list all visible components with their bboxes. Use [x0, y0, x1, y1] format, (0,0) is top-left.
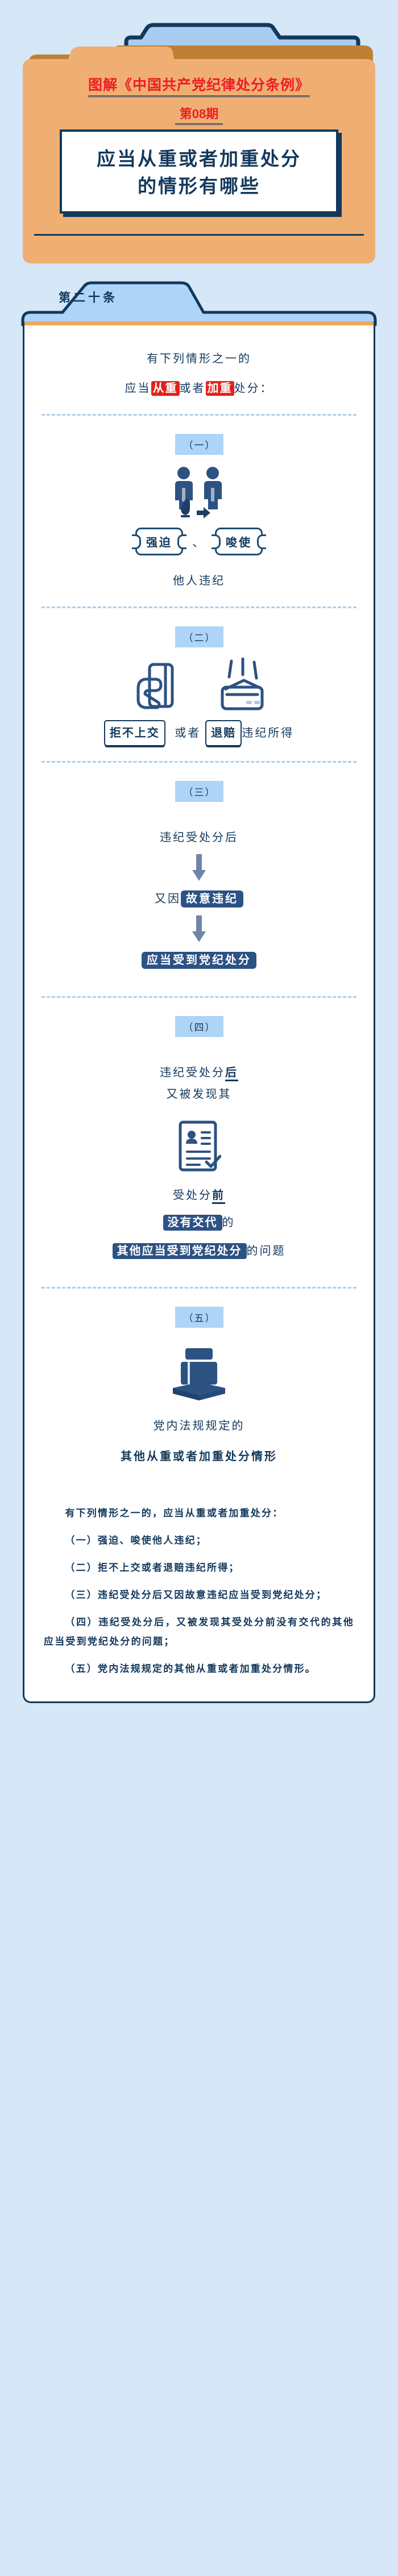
intro-line1: 有下列情形之一的	[147, 353, 251, 365]
item-3-step2-pre: 又因	[155, 893, 181, 905]
section-divider-5	[42, 1287, 356, 1289]
section-divider-1	[42, 414, 356, 416]
item-2-mid: 或者	[175, 727, 201, 739]
item-4-line2: 又被发现其	[166, 1088, 232, 1101]
item-4-line1-pre: 违纪受处分	[160, 1067, 225, 1079]
main-content-card: 有下列情形之一的 应当从重或者加重处分： （一） 强迫 、 唆使	[23, 321, 375, 1703]
wallet-money-out-icon	[221, 658, 264, 710]
section-divider-4	[42, 996, 356, 998]
page-bottom-spacer	[0, 1703, 398, 1839]
item-3-arrow-2	[42, 915, 356, 944]
highlight-yingdangshoudaodangjichufen: 应当受到党纪处分	[142, 952, 256, 969]
books-stack-icon	[173, 1348, 225, 1400]
summary-paragraph-4: （四）违纪受处分后，又被发现其受处分前没有交代的其他应当受到党纪处分的问题；	[44, 1617, 354, 1647]
section-divider-3	[42, 761, 356, 763]
item-3-step1: 违纪受处分后	[160, 831, 238, 844]
issue-number: 第08期	[175, 104, 223, 125]
header-banner: 图解《中国共产党纪律处分条例》 第08期 应当从重或者加重处分 的情形有哪些	[0, 0, 398, 273]
section-divider-2	[42, 607, 356, 608]
item-4-emphasis-hou: 后	[225, 1067, 238, 1081]
summary-paragraph-1: （一）强迫、唆使他人违纪；	[65, 1535, 207, 1546]
summary-paragraph-5: （五）党内法规规定的其他从重或者加重处分情形。	[65, 1663, 316, 1674]
item-section-1: （一） 强迫 、 唆使 他人违纪	[24, 430, 374, 592]
item-4-line4: 没有交代的	[42, 1212, 356, 1233]
intro-pre: 应当	[125, 382, 151, 395]
highlight-jiazhong: 加重	[205, 381, 234, 396]
item-section-5: （五） 党内法规规定的 其他从重或者加重处分情形	[24, 1303, 374, 1467]
arrow-down-icon	[192, 915, 206, 942]
ticket-suoshi: 唆使	[214, 528, 263, 555]
header-divider-rule	[34, 234, 364, 236]
kicker-row: 图解《中国共产党纪律处分条例》	[0, 77, 398, 97]
summary-paragraph-3: （三）违纪受处分后又因故意违纪应当受到党纪处分；	[65, 1590, 327, 1600]
item-4-line5-post: 的问题	[246, 1245, 286, 1257]
item-4-emphasis-qian: 前	[212, 1189, 225, 1204]
item-4-line3-pre: 受处分	[173, 1189, 212, 1202]
item-2-tail: 违纪所得	[242, 727, 295, 739]
arrow-down-icon	[192, 854, 206, 881]
document-person-list-icon	[179, 1120, 221, 1172]
item-5-line1: 党内法规规定的	[153, 1420, 245, 1432]
item-3-arrow-1	[42, 854, 356, 883]
article-tag-banner: 第二十条	[0, 273, 398, 327]
two-persons-push-icon	[175, 467, 222, 518]
item-2-caption: 拒不上交 或者退赔违纪所得	[42, 720, 356, 746]
item-3-step2: 又因故意违纪	[42, 888, 356, 910]
intro-post: 处分：	[234, 382, 273, 395]
intro-line2: 应当从重或者加重处分：	[42, 378, 356, 399]
item-5-line2: 其他从重或者加重处分情形	[121, 1450, 277, 1463]
highlight-congzhong: 从重	[151, 381, 180, 396]
item-badge-1: （一）	[175, 434, 223, 455]
card-top-stripe	[24, 321, 374, 325]
item-1-tickets: 强迫 、 唆使	[42, 528, 356, 555]
issue-row: 第08期	[0, 104, 398, 125]
item-badge-4: （四）	[175, 1016, 223, 1037]
item-4-line3: 受处分前	[42, 1185, 356, 1206]
item-badge-2: （二）	[175, 626, 223, 647]
item-section-3: （三） 违纪受处分后 又因故意违纪 应当受到党纪处分	[24, 777, 374, 971]
item-1-icon-row	[42, 465, 356, 520]
tag-polygon	[21, 281, 377, 327]
item-section-4: （四） 违纪受处分后 又被发现其 受处分前 没有交代的	[24, 1013, 374, 1262]
intro-section: 有下列情形之一的 应当从重或者加重处分：	[24, 325, 374, 399]
summary-paragraph-0: 有下列情形之一的，应当从重或者加重处分：	[65, 1508, 284, 1519]
intro-mid: 或者	[179, 382, 206, 395]
page-title-line1: 应当从重或者加重处分	[97, 148, 301, 169]
title-card: 应当从重或者加重处分 的情形有哪些	[60, 129, 338, 214]
item-4-icon-row	[42, 1120, 356, 1173]
article-tag-shape	[21, 281, 377, 327]
item-4-line4-post: 的	[222, 1216, 235, 1229]
summary-section: 有下列情形之一的，应当从重或者加重处分： （一）强迫、唆使他人违纪； （二）拒不…	[24, 1499, 374, 1679]
item-3-step3: 应当受到党纪处分	[42, 950, 356, 971]
box-jubushangjiao: 拒不上交	[103, 720, 165, 746]
article-number-label: 第二十条	[59, 291, 118, 304]
page-title-line2: 的情形有哪些	[138, 175, 260, 196]
highlight-meiyoujiaodai: 没有交代	[163, 1215, 222, 1231]
hand-holding-card-icon	[136, 663, 174, 709]
ticket-separator: 、	[192, 537, 206, 549]
item-badge-5: （五）	[175, 1307, 223, 1328]
item-badge-3: （三）	[175, 781, 223, 802]
item-section-2: （二） 拒不上交 或者退赔违纪所得	[24, 623, 374, 746]
kicker-text: 图解《中国共产党纪律处分条例》	[88, 77, 310, 97]
item-4-line5: 其他应当受到党纪处分的问题	[42, 1240, 356, 1262]
summary-paragraph-2: （二）拒不上交或者退赔违纪所得；	[65, 1562, 240, 1573]
item-1-tail: 他人违纪	[173, 575, 225, 587]
item-2-icon-row	[42, 658, 356, 712]
box-tuipei: 退赔	[205, 720, 242, 746]
item-5-icon-row	[42, 1346, 356, 1403]
highlight-guyiweiji: 故意违纪	[181, 890, 243, 908]
item-4-line1: 违纪受处分后	[42, 1062, 356, 1084]
highlight-qitayingdang: 其他应当受到党纪处分	[112, 1243, 247, 1259]
ticket-qiangpo: 强迫	[135, 528, 184, 555]
